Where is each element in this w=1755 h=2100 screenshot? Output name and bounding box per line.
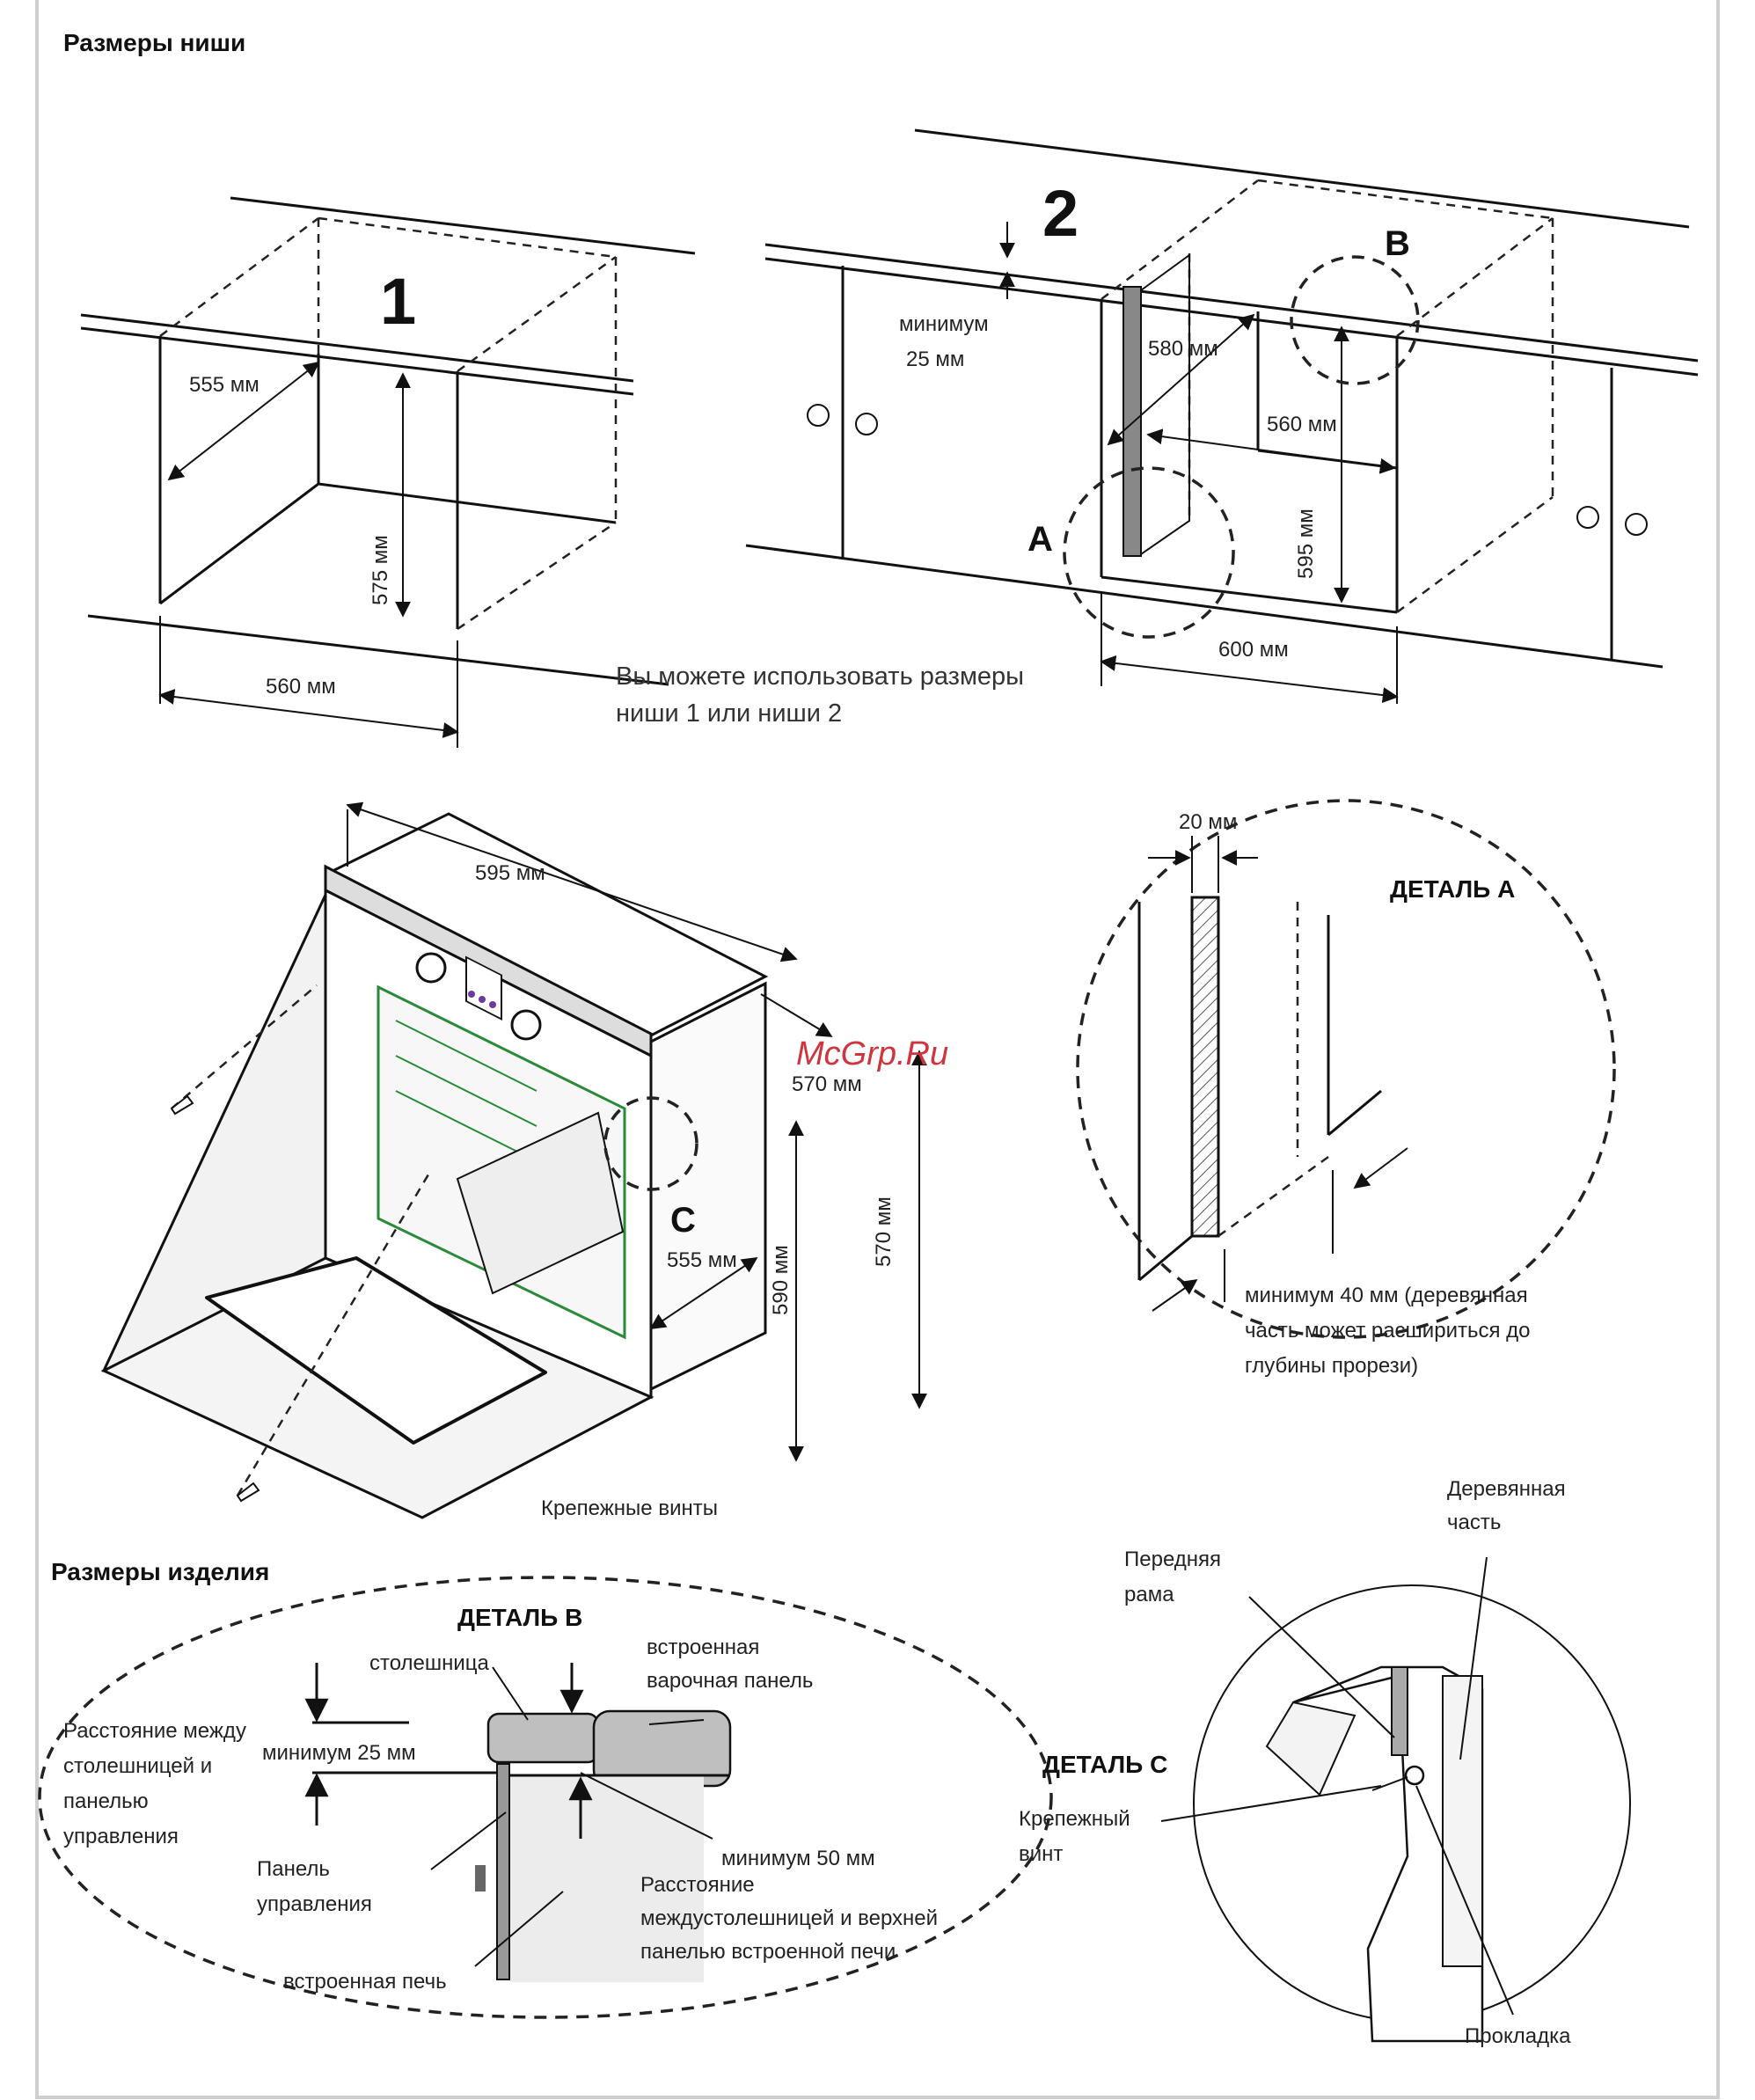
- niche-title: Размеры ниши: [63, 29, 245, 56]
- niche-2-height: 595 мм: [1294, 509, 1318, 579]
- point-a-label: A: [1027, 520, 1053, 559]
- detail-a-gap: 20 мм: [1179, 810, 1237, 834]
- detail-c-frame-line2: рама: [1124, 1583, 1174, 1606]
- point-b-label: B: [1385, 224, 1410, 263]
- detail-b-panel-line1: Панель: [257, 1857, 330, 1881]
- niche-note-line2: ниши 1 или ниши 2: [616, 699, 842, 728]
- niche-note-line1: Вы можете использовать размеры: [616, 662, 1024, 691]
- niche-2-min-gap-label: минимум: [899, 312, 989, 336]
- niche-2-inner-width: 560 мм: [1267, 413, 1337, 436]
- niche-2-depth: 580 мм: [1148, 337, 1218, 361]
- oven-height-front: 590 мм: [769, 1245, 793, 1315]
- detail-c-screw-line1: Крепежный: [1019, 1807, 1130, 1831]
- detail-c-drawing: [1160, 1556, 1631, 2043]
- watermark: McGrp.Ru: [796, 1035, 948, 1072]
- niche-1-depth: 555 мм: [189, 373, 260, 397]
- detail-b-hob-line1: встроенная: [647, 1635, 759, 1659]
- detail-b-drawing: [38, 1576, 1053, 2019]
- detail-b-oven-label: встроенная печь: [283, 1970, 447, 1994]
- detail-c-wood-line2: часть: [1447, 1511, 1501, 1534]
- oven-drawing: [100, 801, 927, 1519]
- detail-c-gasket: Прокладка: [1465, 2024, 1571, 2048]
- niche-2-width: 600 мм: [1218, 638, 1289, 662]
- detail-b-min25: минимум 25 мм: [262, 1741, 416, 1765]
- product-title: Размеры изделия: [51, 1558, 269, 1585]
- detail-b-title: ДЕТАЛЬ В: [457, 1604, 582, 1631]
- detail-c-screw-line2: винт: [1019, 1842, 1063, 1866]
- detail-a-note3: глубины прорези): [1245, 1354, 1418, 1378]
- niche-1-number: 1: [380, 265, 416, 338]
- detail-b-min50: минимум 50 мм: [721, 1847, 875, 1870]
- niche-1-width: 560 мм: [266, 675, 336, 699]
- detail-a-drawing: [1076, 799, 1616, 1339]
- detail-b-top-line1: Расстояние: [640, 1873, 755, 1897]
- detail-b-dist-line2: столешницей и: [63, 1754, 212, 1778]
- detail-b-dist-line1: Расстояние между: [63, 1719, 246, 1743]
- detail-c-frame-line1: Передняя: [1124, 1548, 1221, 1571]
- detail-a-title: ДЕТАЛЬ А: [1390, 875, 1515, 903]
- detail-c-title: ДЕТАЛЬ С: [1042, 1751, 1167, 1778]
- oven-width: 595 мм: [475, 861, 545, 885]
- oven-depth-top: 570 мм: [792, 1072, 862, 1096]
- detail-b-top-line3: панелью встроенной печи: [640, 1940, 896, 1964]
- detail-b-countertop: столешница: [369, 1651, 490, 1675]
- detail-b-top-line2: междустолешницей и верхней: [640, 1906, 938, 1930]
- detail-b-hob-line2: варочная панель: [647, 1669, 813, 1693]
- detail-a-note2: часть может расшириться до: [1245, 1319, 1530, 1343]
- screws-label: Крепежные винты: [541, 1496, 718, 1520]
- detail-b-panel-line2: управления: [257, 1892, 372, 1916]
- oven-height-outer: 570 мм: [872, 1196, 896, 1267]
- oven-depth-side: 555 мм: [667, 1248, 737, 1272]
- detail-a-note1: минимум 40 мм (деревянная: [1245, 1284, 1528, 1307]
- detail-c-wood-line1: Деревянная: [1447, 1477, 1566, 1501]
- niche-1-height: 575 мм: [369, 535, 392, 605]
- detail-b-dist-line4: управления: [63, 1825, 179, 1848]
- niche-1-diagram: [80, 196, 696, 748]
- niche-2-min-gap-value: 25 мм: [906, 348, 964, 371]
- niche-2-diagram: [745, 128, 1699, 704]
- detail-b-dist-line3: панелью: [63, 1789, 149, 1813]
- point-c-label: C: [670, 1201, 696, 1240]
- niche-2-number: 2: [1042, 177, 1079, 250]
- page-frame: [35, 0, 1720, 2099]
